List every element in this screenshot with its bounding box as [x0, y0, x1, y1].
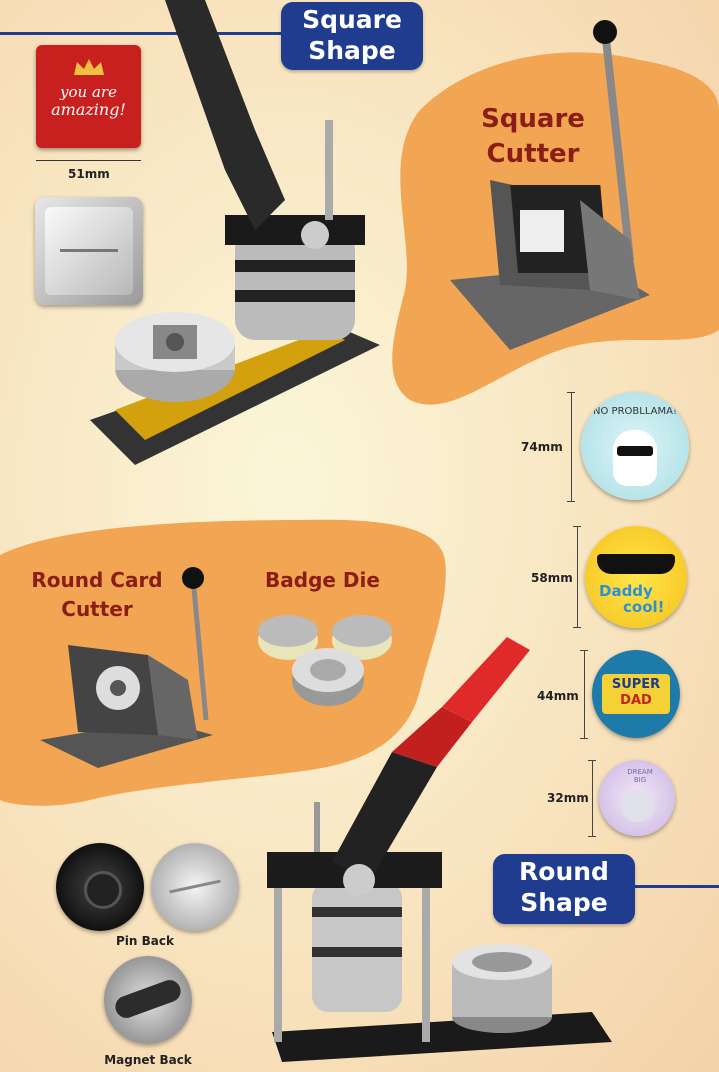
round-card-cutter-title: Round Card Cutter: [22, 566, 172, 624]
badge-llama: NO PROBLLAMA!: [581, 392, 689, 500]
pin-icon: [169, 879, 221, 894]
square-cutter-title: Square Cutter: [463, 102, 603, 172]
square-sample-badge: you are amazing!: [36, 45, 141, 148]
magnet-icon: [112, 977, 184, 1021]
super-dad-shield: SUPER DAD: [602, 674, 670, 714]
badge-size-74: 74mm: [521, 440, 563, 454]
badge-super-dad: SUPER DAD: [592, 650, 680, 738]
magnet-back-label: Magnet Back: [104, 1053, 192, 1067]
square-size-label: 51mm: [68, 167, 110, 181]
pin-back-black-image: [56, 843, 144, 931]
square-cutter-image: [450, 20, 650, 350]
square-sample-line2: amazing!: [51, 100, 126, 119]
pin-icon: [60, 249, 118, 252]
square-cutter-line1: Square: [481, 104, 585, 134]
badge-size-58: 58mm: [531, 571, 573, 585]
badge-super-line1: SUPER: [611, 677, 661, 692]
crown-icon: [73, 59, 104, 75]
dimension-line-44: [584, 650, 585, 738]
badge-daddy-line1: Daddy: [599, 582, 653, 600]
llama-face-icon: [613, 430, 657, 486]
pin-back-label: Pin Back: [116, 934, 174, 948]
square-shape-line1: Square: [302, 5, 402, 34]
dimension-line-58: [577, 526, 578, 627]
square-shape-label: Square Shape: [281, 2, 423, 70]
round-shape-line2: Shape: [520, 888, 608, 917]
badge-llama-text: NO PROBLLAMA!: [593, 406, 677, 417]
badge-daddy-cool: Daddy cool!: [585, 526, 687, 628]
divider-line-bottom: [620, 885, 719, 888]
round-shape-line1: Round: [519, 857, 609, 886]
sunglasses-icon: [597, 554, 675, 574]
dimension-line-32: [592, 760, 593, 836]
badge-die-title: Badge Die: [265, 568, 380, 592]
square-sample-line1: you are: [60, 83, 117, 101]
dimension-line-74: [571, 392, 572, 501]
elephant-icon: [621, 790, 655, 822]
divider-line: [0, 32, 300, 35]
square-badge-press-image: [90, 0, 380, 465]
square-cutter-line2: Cutter: [486, 139, 580, 169]
badge-daddy-line2: cool!: [623, 598, 665, 616]
badge-super-line2: DAD: [620, 693, 652, 708]
round-cutter-line2: Cutter: [61, 597, 133, 621]
badge-elephant-text: DREAM BIG: [627, 768, 653, 784]
round-cutter-line1: Round Card: [31, 568, 163, 592]
round-card-cutter-image: [40, 567, 213, 768]
badge-size-44: 44mm: [537, 689, 579, 703]
square-shape-line2: Shape: [308, 36, 396, 65]
dimension-arrow: [36, 160, 141, 161]
square-pin-back: [35, 197, 143, 305]
pin-back-silver-image: [151, 843, 239, 931]
badge-elephant: DREAM BIG: [599, 760, 675, 836]
round-badge-press-image: [267, 637, 612, 1062]
round-shape-label: Round Shape: [493, 854, 635, 924]
badge-die-image: [258, 615, 392, 706]
magnet-back-image: [104, 956, 192, 1044]
badge-size-32: 32mm: [547, 791, 589, 805]
